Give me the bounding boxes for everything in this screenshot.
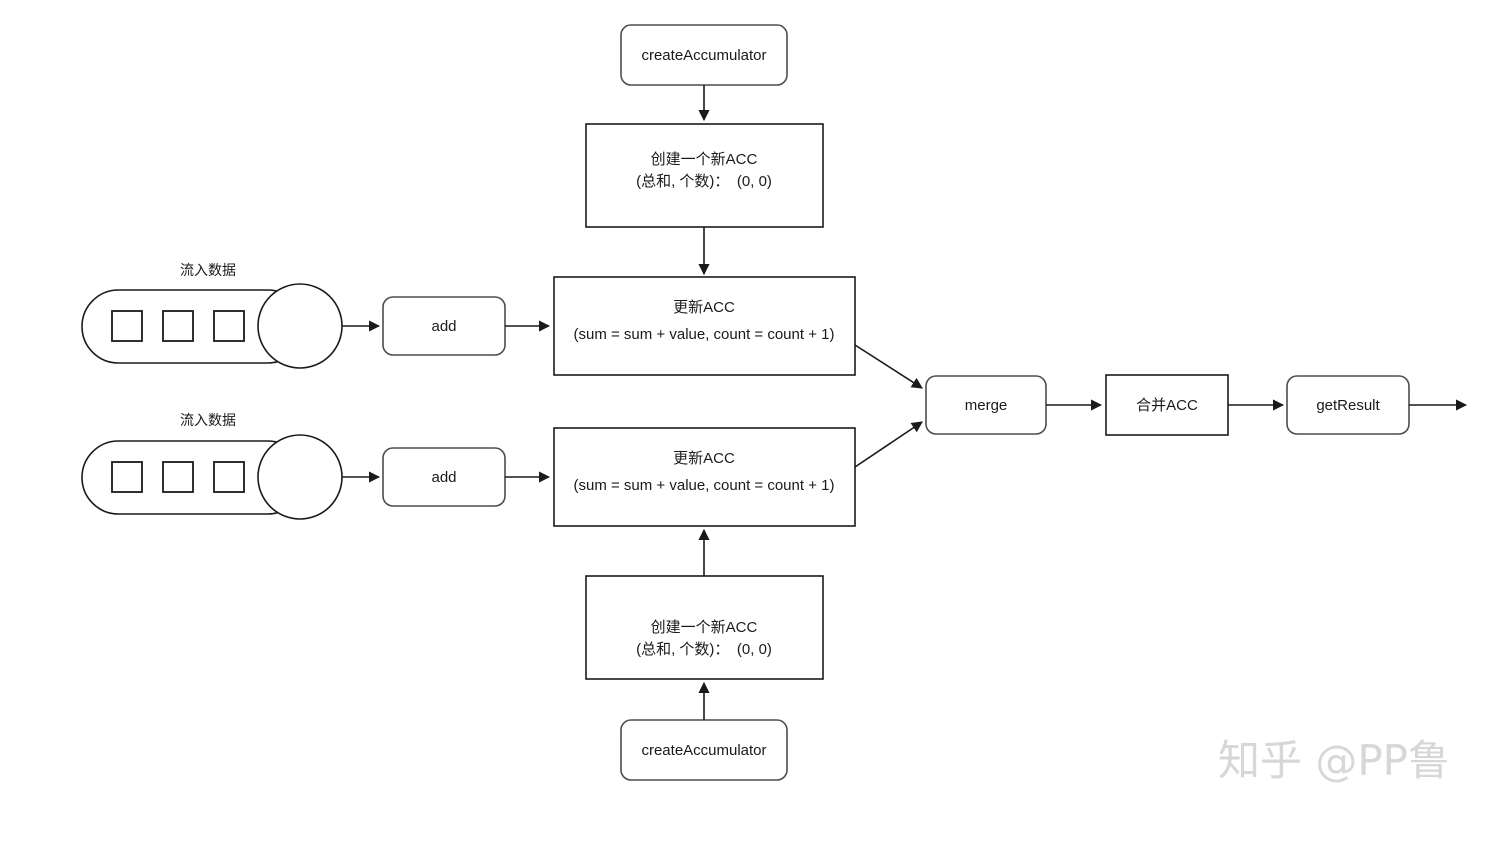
stream-bottom-tile-3 xyxy=(213,461,245,493)
node-add-bottom[interactable]: add xyxy=(382,447,506,507)
stream-top-tile-3 xyxy=(213,310,245,342)
edge-updateacc-top-to-merge xyxy=(854,344,923,389)
get-result-label: getResult xyxy=(1316,397,1380,414)
add-bottom-label: add xyxy=(431,469,456,486)
update-acc-bottom-line1: 更新ACC xyxy=(673,450,735,467)
update-acc-top-line1: 更新ACC xyxy=(673,299,735,316)
update-acc-top-box[interactable] xyxy=(553,276,856,376)
stream-top-tile-1 xyxy=(111,310,143,342)
update-acc-bottom-box[interactable] xyxy=(553,427,856,527)
new-acc-top-box[interactable] xyxy=(585,123,824,228)
create-accumulator-bottom-label: createAccumulator xyxy=(641,742,766,759)
merge-acc-box[interactable] xyxy=(1105,374,1229,436)
merge-label: merge xyxy=(965,397,1008,414)
update-acc-top-line2: (sum = sum + value, count = count + 1) xyxy=(574,326,835,343)
merge-acc-label: 合并ACC xyxy=(1136,397,1198,414)
node-update-acc-bottom[interactable]: 更新ACC (sum = sum + value, count = count … xyxy=(553,427,856,527)
stream-top-head-circle[interactable] xyxy=(257,283,343,369)
node-create-accumulator-bottom[interactable]: createAccumulator xyxy=(620,719,788,781)
create-accumulator-top-label: createAccumulator xyxy=(641,47,766,64)
stream-top-caption: 流入数据 xyxy=(180,262,236,278)
new-acc-top-line2: (总和, 个数)： (0, 0) xyxy=(636,173,772,190)
stream-bottom-caption: 流入数据 xyxy=(180,412,236,428)
stream-bottom-tile-2 xyxy=(162,461,194,493)
node-new-acc-top[interactable]: 创建一个新ACC (总和, 个数)： (0, 0) xyxy=(585,123,824,228)
watermark-text: 知乎 @PP鲁 xyxy=(1218,736,1450,785)
stream-bottom-head-circle[interactable] xyxy=(257,434,343,520)
stream-top-tile-2 xyxy=(162,310,194,342)
new-acc-top-line1: 创建一个新ACC xyxy=(651,151,758,168)
add-top-label: add xyxy=(431,318,456,335)
node-create-accumulator-top[interactable]: createAccumulator xyxy=(620,24,788,86)
node-merge-acc[interactable]: 合并ACC xyxy=(1105,374,1229,436)
node-get-result[interactable]: getResult xyxy=(1286,375,1410,435)
update-acc-bottom-line2: (sum = sum + value, count = count + 1) xyxy=(574,477,835,494)
node-stream-top[interactable]: 流入数据 xyxy=(81,262,343,369)
node-update-acc-top[interactable]: 更新ACC (sum = sum + value, count = count … xyxy=(553,276,856,376)
node-merge[interactable]: merge xyxy=(925,375,1047,435)
edge-updateacc-bottom-to-merge xyxy=(854,421,923,468)
stream-bottom-tile-1 xyxy=(111,461,143,493)
node-add-top[interactable]: add xyxy=(382,296,506,356)
node-stream-bottom[interactable]: 流入数据 xyxy=(81,412,343,520)
new-acc-bottom-line1: 创建一个新ACC xyxy=(651,619,758,636)
new-acc-bottom-line2: (总和, 个数)： (0, 0) xyxy=(636,641,772,658)
node-new-acc-bottom[interactable]: 创建一个新ACC (总和, 个数)： (0, 0) xyxy=(585,575,824,680)
